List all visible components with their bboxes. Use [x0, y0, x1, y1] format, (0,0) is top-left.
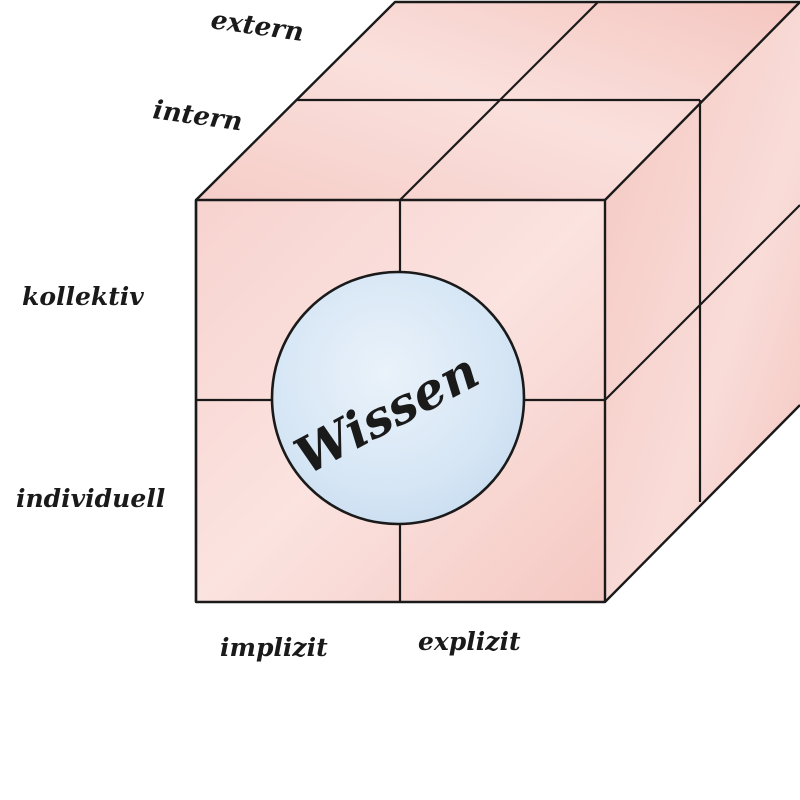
- depth-label-front: intern: [151, 95, 244, 137]
- row-label-top: kollektiv: [22, 282, 144, 311]
- wissen-sphere: [270, 270, 526, 526]
- column-label-left: implizit: [220, 633, 328, 662]
- depth-label-back: extern: [209, 5, 305, 48]
- row-label-bottom: individuell: [16, 484, 165, 513]
- column-label-right: explizit: [418, 627, 521, 656]
